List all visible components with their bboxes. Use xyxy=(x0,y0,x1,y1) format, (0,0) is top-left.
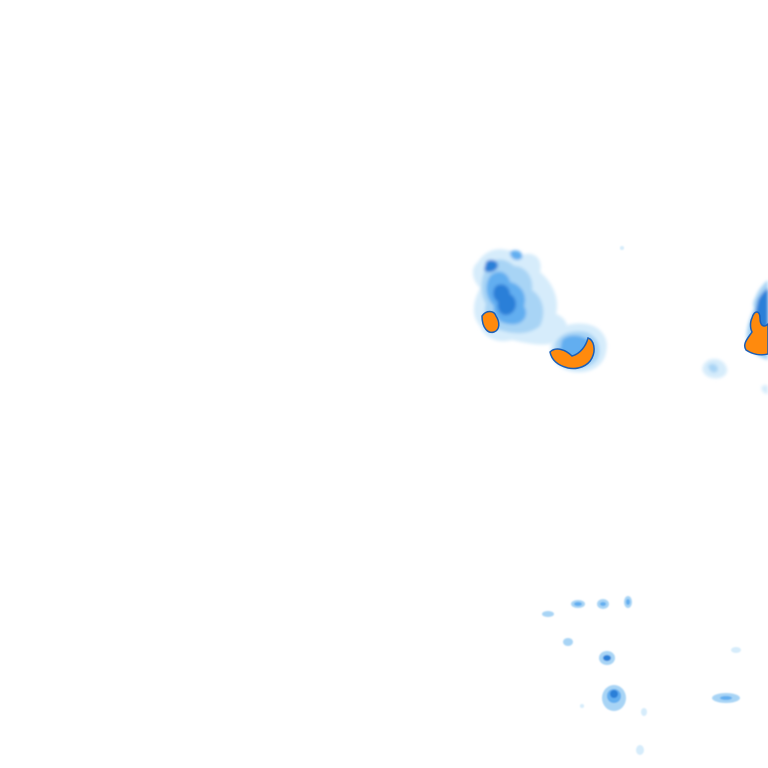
cell-west-cluster xyxy=(472,249,568,345)
cell-center-cluster xyxy=(549,323,607,373)
cell-south-scatter xyxy=(542,596,741,755)
cell-east-small xyxy=(620,246,624,250)
cell-east-edge xyxy=(702,280,768,394)
